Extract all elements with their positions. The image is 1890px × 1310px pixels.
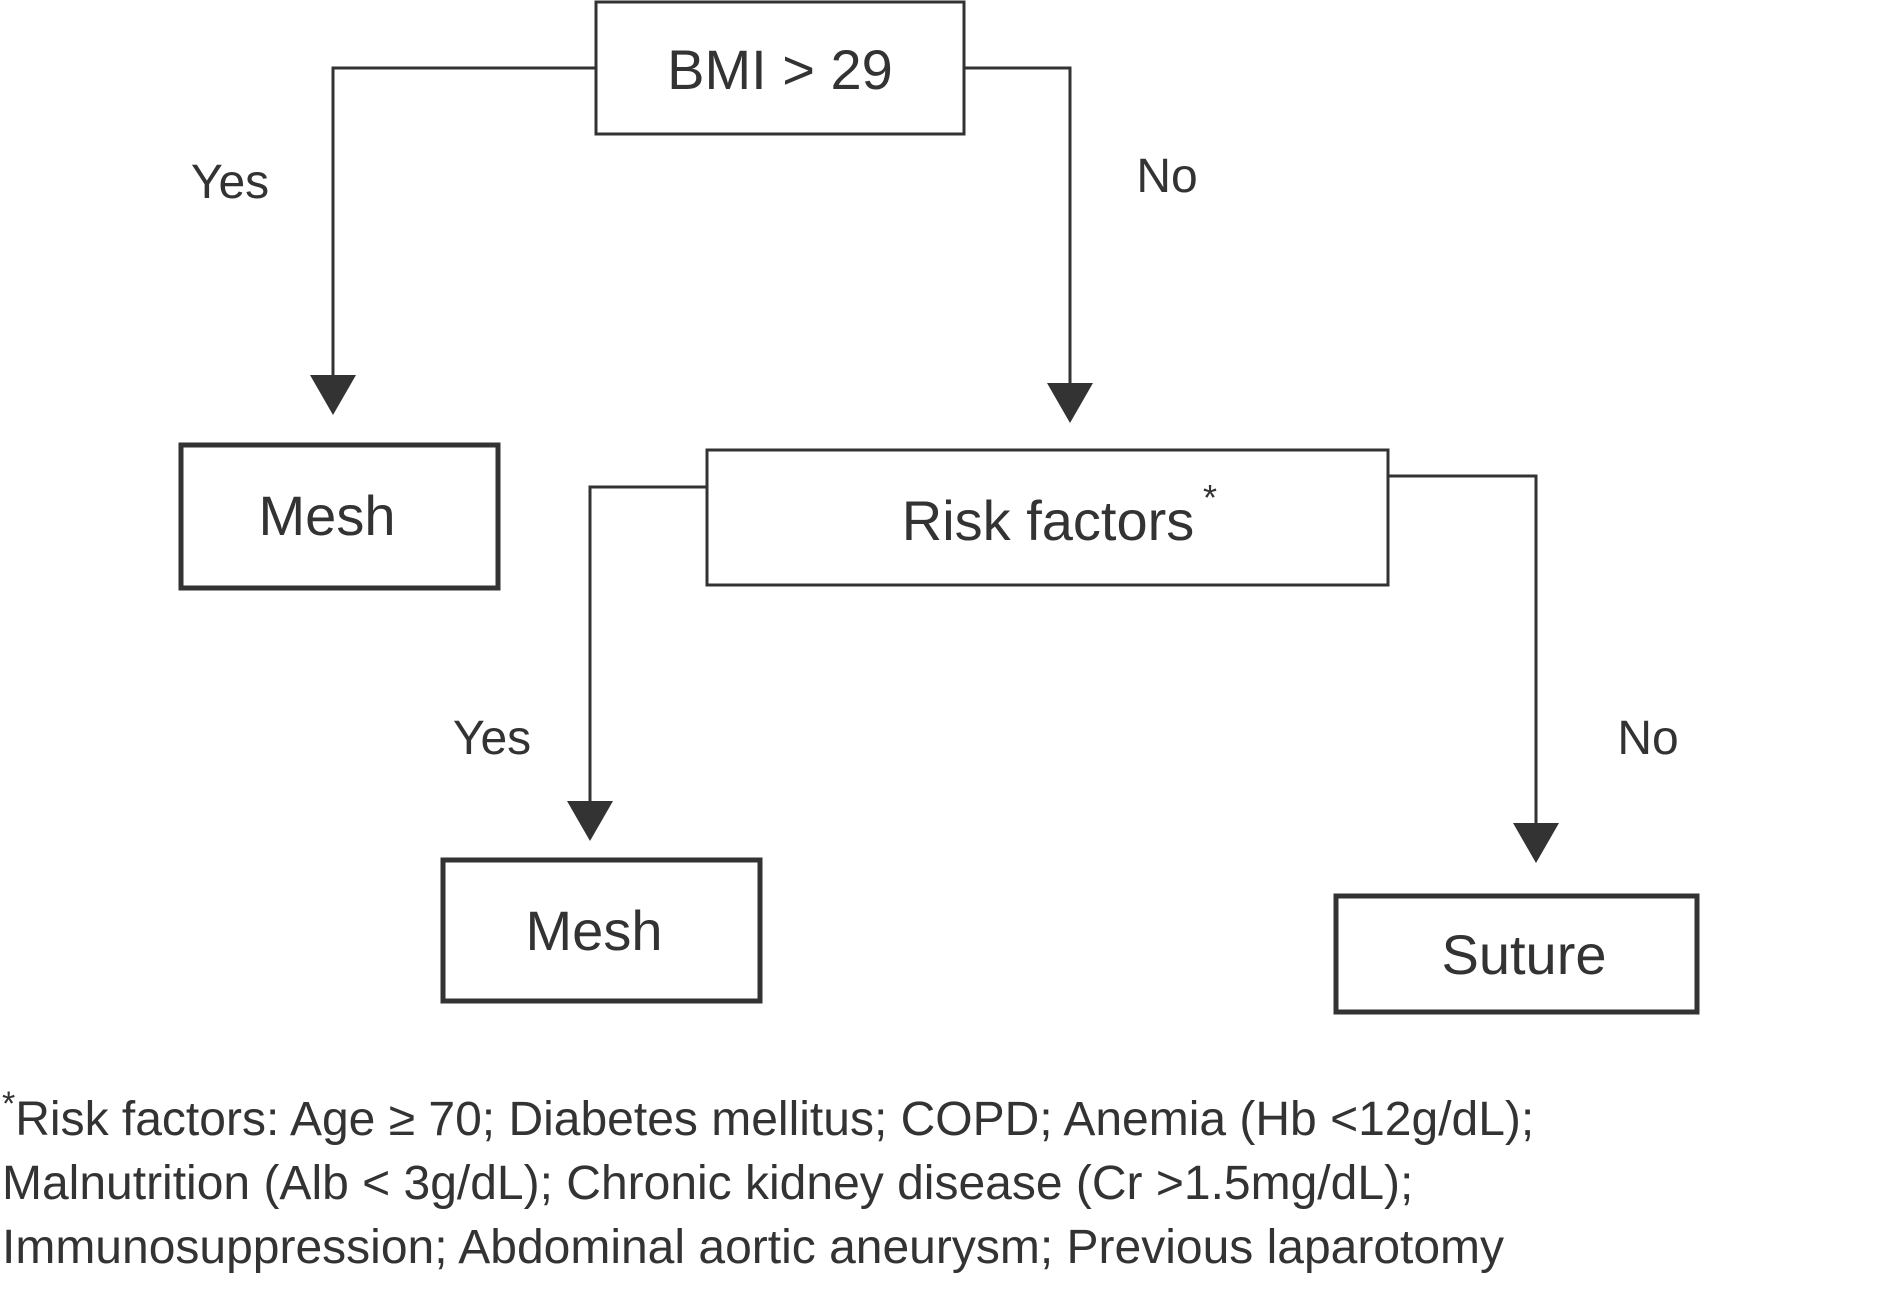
bmi-no-label: No <box>1136 150 1197 203</box>
bmi-yes-arrowhead <box>310 375 356 415</box>
bmi-decision-node: BMI > 29 <box>594 0 966 136</box>
bmi-no-arrowhead <box>1047 383 1093 423</box>
footnote-asterisk: * <box>2 1085 16 1123</box>
suture-node: Suture <box>1333 893 1700 1015</box>
mesh-bottom-node: Mesh <box>440 857 763 1004</box>
footnote-line-1-text: Risk factors: Age ≥ 70; Diabetes mellitu… <box>15 1093 1535 1146</box>
mesh-left-node: Mesh <box>178 442 501 591</box>
suture-label: Suture <box>1442 923 1607 986</box>
bmi-yes-label: Yes <box>191 156 269 209</box>
footnote-line-2: Malnutrition (Alb < 3g/dL); Chronic kidn… <box>2 1157 1414 1210</box>
footnote-line-1: *Risk factors: Age ≥ 70; Diabetes mellit… <box>2 1072 1888 1152</box>
bmi-decision-label: BMI > 29 <box>667 38 893 101</box>
footnote-line-3: Immunosuppression; Abdominal aortic aneu… <box>2 1221 1505 1274</box>
risk-yes-label: Yes <box>453 712 531 765</box>
risk-no-connector <box>1388 474 1538 823</box>
risk-yes-arrowhead <box>567 801 613 841</box>
risk-yes-connector <box>588 485 707 801</box>
risk-factors-footnote: *Risk factors: Age ≥ 70; Diabetes mellit… <box>2 1072 1888 1280</box>
risk-factors-label: Risk factors <box>902 489 1195 552</box>
mesh-bottom-label: Mesh <box>526 899 663 962</box>
risk-no-label: No <box>1617 712 1678 765</box>
risk-factors-asterisk: * <box>1203 477 1217 518</box>
bmi-yes-connector <box>331 66 596 375</box>
risk-factors-node: Risk factors * <box>705 448 1390 587</box>
bmi-no-connector <box>964 66 1072 383</box>
mesh-left-label: Mesh <box>259 484 396 547</box>
risk-no-arrowhead <box>1513 823 1559 863</box>
